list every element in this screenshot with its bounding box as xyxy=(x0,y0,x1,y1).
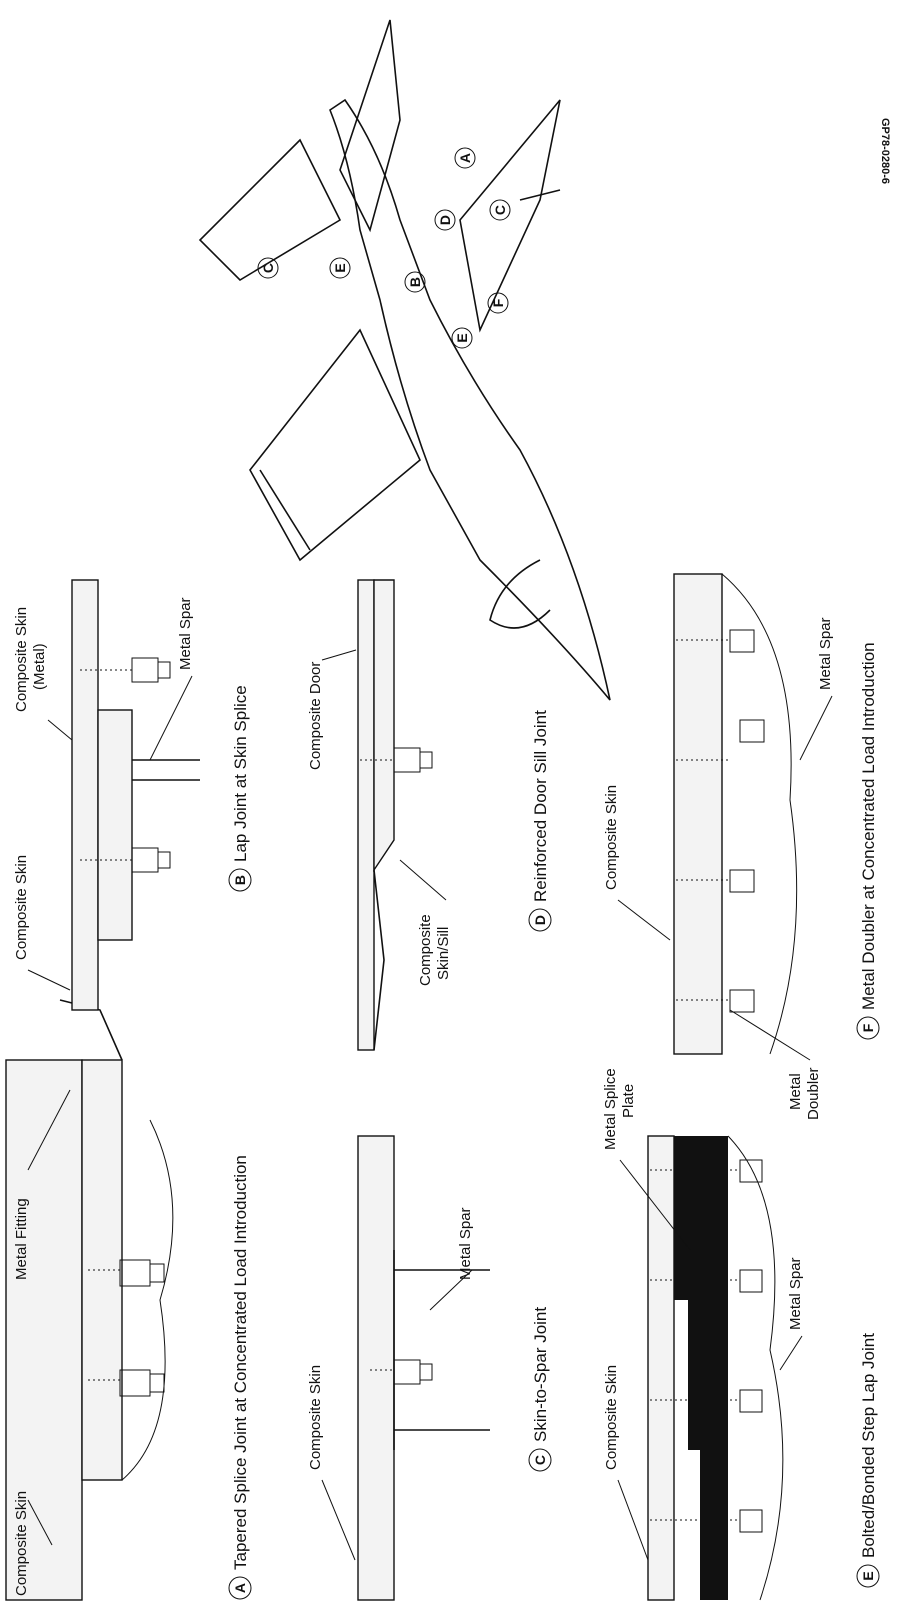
panel-d-sill xyxy=(373,869,385,1051)
panel-f-skin-label: Composite Skin xyxy=(603,785,620,890)
svg-text:F: F xyxy=(490,298,506,307)
panel-d-skin xyxy=(357,579,375,1051)
panel-d-caption: Reinforced Door Sill Joint xyxy=(531,710,550,902)
panel-a-bolt-1 xyxy=(119,1369,165,1397)
panel-e-letter-circle xyxy=(856,1564,880,1588)
panel-c: Composite Skin Metal Spar C Skin-to-Spar… xyxy=(307,1135,552,1601)
aircraft-marker-b: B xyxy=(404,271,426,293)
panel-a-caption: Tapered Splice Joint at Concentrated Loa… xyxy=(231,1155,250,1570)
panel-a: Composite Skin Metal Fitting A Tapered S… xyxy=(5,999,252,1601)
panel-b-spar xyxy=(132,759,200,781)
aircraft-marker-c-left: C xyxy=(257,257,279,279)
panel-b: Composite Skin Composite Skin (Metal) Me… xyxy=(13,579,252,1011)
aircraft-canopy xyxy=(489,559,551,629)
aircraft-tail-upper xyxy=(339,19,401,233)
panel-a-skin-label: Composite Skin xyxy=(13,1491,30,1596)
svg-text:A: A xyxy=(457,153,473,163)
panel-d-door-label: Composite Door xyxy=(307,662,324,770)
panel-e-skin-label: Composite Skin xyxy=(603,1365,620,1470)
panel-d-door xyxy=(373,579,395,873)
panel-c-bolt xyxy=(393,1359,433,1385)
panel-b-letter-circle xyxy=(228,868,252,892)
panel-b-letter: B xyxy=(232,875,248,885)
panel-f-skin xyxy=(673,573,723,1055)
panel-f-letter-circle xyxy=(856,1016,880,1040)
panel-d-sill-label-2: Skin/Sill xyxy=(435,927,452,980)
aircraft-marker-e-right: E xyxy=(451,327,473,349)
panel-b-spar-label: Metal Spar xyxy=(177,597,194,670)
panel-c-spar xyxy=(393,1250,490,1450)
panel-e-bolts xyxy=(739,1159,763,1533)
panel-a-fitting-label: Metal Fitting xyxy=(13,1198,30,1280)
aircraft-right-wing xyxy=(459,99,561,333)
panel-c-skin xyxy=(357,1135,395,1601)
aircraft-marker-d: D xyxy=(434,209,456,231)
panel-e-plate-label-1: Metal Splice xyxy=(602,1068,619,1150)
svg-text:B: B xyxy=(407,277,423,287)
panel-f-caption: Metal Doubler at Concentrated Load Intro… xyxy=(859,642,878,1010)
panel-f-doubler-label-1: Metal xyxy=(787,1073,804,1110)
panel-e-splice-plate xyxy=(674,1136,728,1600)
svg-text:E: E xyxy=(454,333,470,342)
svg-text:C: C xyxy=(492,205,508,215)
panel-c-skin-label: Composite Skin xyxy=(307,1365,324,1470)
panel-d: Composite Door Composite Skin/Sill D Rei… xyxy=(307,579,552,1051)
panel-a-letter: A xyxy=(232,1583,248,1593)
panel-a-bolt-2 xyxy=(119,1259,165,1287)
panel-e-caption: Bolted/Bonded Step Lap Joint xyxy=(859,1333,878,1558)
panel-d-letter: D xyxy=(532,915,548,925)
panel-b-skin xyxy=(71,579,99,1011)
panel-d-letter-circle xyxy=(528,908,552,932)
panel-b-skin-metal-label-2: (Metal) xyxy=(31,643,48,690)
panel-b-bolts xyxy=(131,657,171,873)
aircraft-marker-f: F xyxy=(487,292,509,314)
panel-e-skin xyxy=(647,1135,675,1601)
panel-f-doubler-label-2: Doubler xyxy=(805,1067,822,1120)
aircraft-fuselage xyxy=(329,98,611,701)
panel-f: Composite Skin Metal Doubler Metal Spar … xyxy=(603,573,880,1120)
panel-e: Composite Skin Metal Splice Plate Metal … xyxy=(602,1068,880,1601)
panel-c-letter-circle xyxy=(528,1448,552,1472)
panel-d-bolt xyxy=(393,747,433,773)
panel-b-skin-label: Composite Skin xyxy=(13,855,30,960)
aircraft-marker-a: A xyxy=(454,147,476,169)
panel-b-skin-metal-label-1: Composite Skin xyxy=(13,607,30,712)
aircraft-missile-left xyxy=(259,469,311,551)
aircraft-markers: A D C B C E E F xyxy=(257,147,511,349)
panel-e-letter: E xyxy=(860,1571,876,1580)
panel-d-sill-label-1: Composite xyxy=(417,914,434,986)
panel-e-plate-label-2: Plate xyxy=(620,1084,637,1118)
panel-a-letter-circle xyxy=(228,1576,252,1600)
svg-text:C: C xyxy=(260,263,276,273)
panel-b-splice xyxy=(97,709,133,941)
aircraft-tail-left xyxy=(198,138,342,282)
aircraft-marker-c-right: C xyxy=(489,199,511,221)
aircraft-missile-right xyxy=(519,189,561,201)
panel-f-bolts xyxy=(729,629,765,1013)
panel-c-spar-label: Metal Spar xyxy=(457,1207,474,1280)
panel-f-letter: F xyxy=(860,1023,876,1032)
panel-f-spar-label: Metal Spar xyxy=(817,617,834,690)
aircraft-left-wing xyxy=(249,328,421,562)
panel-b-caption: Lap Joint at Skin Splice xyxy=(231,685,250,862)
aircraft-marker-e-left: E xyxy=(329,257,351,279)
figure-id: GP78-0280-6 xyxy=(879,118,891,184)
svg-text:D: D xyxy=(437,215,453,225)
panel-c-letter: C xyxy=(532,1455,548,1465)
svg-text:E: E xyxy=(332,263,348,272)
aircraft-illustration xyxy=(198,19,611,701)
panel-a-skin xyxy=(5,1059,83,1601)
panel-c-caption: Skin-to-Spar Joint xyxy=(531,1307,550,1442)
panel-e-spar-label: Metal Spar xyxy=(787,1257,804,1330)
